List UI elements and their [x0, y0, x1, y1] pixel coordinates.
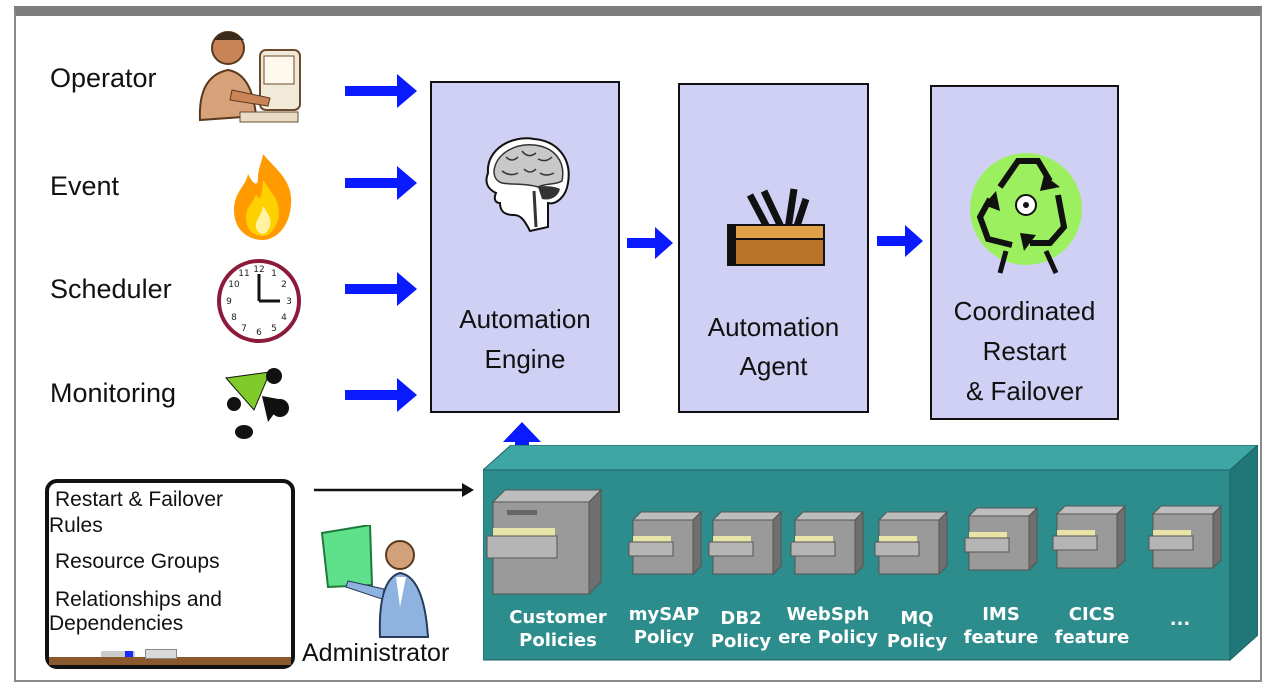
brain-icon [485, 137, 570, 233]
cabinet-mq-icon [874, 510, 949, 576]
svg-text:7: 7 [241, 324, 247, 334]
engine-label-line2: Engine [484, 344, 566, 374]
administrator-icon [320, 525, 430, 638]
rules-item-resource-groups: Resource Groups [55, 550, 220, 573]
source-label-scheduler: Scheduler [50, 274, 172, 304]
restart-label-line1: Coordinated [953, 296, 1096, 326]
svg-text:10: 10 [228, 280, 240, 290]
cabinet-db2-icon [708, 510, 783, 576]
agent-label-line2: Agent [739, 351, 808, 381]
arrow-engine-to-agent [627, 227, 673, 259]
cabinets-layer [486, 488, 1223, 596]
cabinet-more-icon [1148, 504, 1223, 570]
box-automation-agent: Automation Agent [678, 83, 869, 413]
operator-icon [198, 31, 301, 123]
fire-icon [234, 154, 292, 240]
cabinet-websphere-icon [790, 510, 865, 576]
cabinet-customer-icon [486, 488, 603, 596]
rules-item-dependencies: Dependencies [49, 612, 184, 635]
recycle-icon [970, 153, 1082, 275]
engine-label-line1: Automation [459, 304, 591, 334]
cabinet-mysap-icon [628, 510, 703, 576]
svg-text:12: 12 [253, 265, 264, 275]
rules-board: Restart & Failover Rules Resource Groups… [45, 479, 295, 669]
marker-cap-icon [125, 651, 133, 657]
arrow-agent-to-restart [877, 225, 923, 257]
rules-item-relationships: Relationships and [55, 588, 222, 611]
toolbox-icon [727, 188, 825, 266]
cabinet-label-more: ... [1169, 609, 1191, 630]
agent-label-line1: Automation [707, 312, 840, 342]
source-label-event: Event [50, 171, 120, 201]
arrow-monitoring [345, 378, 417, 412]
arrow-scheduler [345, 272, 417, 306]
source-label-monitoring: Monitoring [50, 378, 177, 408]
arrow-event [345, 166, 417, 200]
rules-item-rules: Rules [49, 514, 103, 537]
svg-text:3: 3 [286, 297, 292, 307]
rules-item-restart: Restart & Failover [55, 488, 224, 511]
svg-text:2: 2 [281, 280, 287, 290]
svg-text:8: 8 [231, 313, 237, 323]
monitoring-icon [225, 368, 289, 439]
box-automation-engine: Automation Engine [430, 81, 620, 413]
restart-label-line3: & Failover [965, 376, 1084, 406]
box-coordinated-restart: Coordinated Restart & Failover [930, 85, 1119, 420]
diagram-frame [14, 6, 1262, 682]
svg-text:5: 5 [271, 324, 277, 334]
eraser-icon [145, 649, 177, 659]
cabinet-cics-icon [1052, 504, 1127, 570]
svg-text:6: 6 [256, 328, 262, 338]
board-tray [49, 657, 291, 665]
source-label-operator: Operator [50, 63, 157, 93]
cabinet-ims-icon [964, 506, 1039, 572]
administrator-label: Administrator [302, 639, 450, 667]
restart-label-line2: Restart [982, 336, 1067, 366]
marker-icon [101, 651, 135, 657]
svg-text:11: 11 [238, 269, 249, 279]
svg-text:4: 4 [281, 313, 287, 323]
svg-text:9: 9 [226, 297, 232, 307]
arrow-operator [345, 74, 417, 108]
svg-text:1: 1 [271, 269, 277, 279]
